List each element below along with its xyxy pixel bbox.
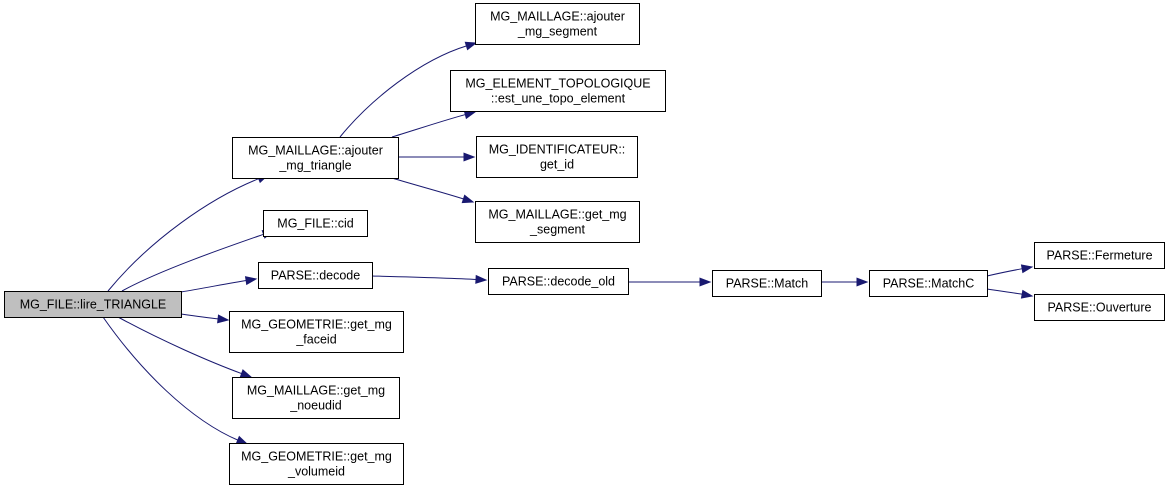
node-label: _segment	[529, 223, 585, 237]
node-label: MG_MAILLAGE::get_mg	[247, 384, 385, 398]
edge-line	[121, 233, 265, 292]
node-box[interactable]	[263, 210, 368, 237]
node-est-une-topo-element[interactable]: MG_ELEMENT_TOPOLOGIQUE::est_une_topo_ele…	[450, 70, 666, 112]
node-label: MG_IDENTIFICATEUR::	[489, 143, 626, 157]
arrowhead-icon	[464, 41, 478, 51]
node-label: MG_FILE::cid	[277, 217, 353, 231]
node-box[interactable]	[712, 270, 822, 297]
node-box[interactable]	[488, 268, 629, 295]
node-decode[interactable]: PARSE::decode	[258, 262, 373, 289]
node-get-mg-noeudid[interactable]: MG_MAILLAGE::get_mg_noeudid	[232, 377, 400, 419]
node-get-mg-segment[interactable]: MG_MAILLAGE::get_mg_segment	[475, 201, 640, 243]
arrowhead-icon	[699, 277, 712, 287]
arrowhead-icon	[239, 369, 253, 378]
edge-matchc-to-ouverture	[986, 288, 1034, 299]
node-label: PARSE::Ouverture	[1048, 301, 1152, 315]
arrowhead-icon	[475, 274, 488, 284]
node-box[interactable]	[1034, 242, 1165, 269]
arrowhead-icon	[1020, 289, 1034, 299]
node-label: _volumeid	[287, 465, 345, 479]
node-label: MG_MAILLAGE::ajouter	[248, 144, 383, 158]
node-lire-triangle[interactable]: MG_FILE::lire_TRIANGLE	[4, 291, 182, 318]
node-box[interactable]	[1034, 294, 1165, 321]
node-ajouter-mg-segment[interactable]: MG_MAILLAGE::ajouter_mg_segment	[475, 3, 640, 45]
node-label: PARSE::MatchC	[883, 277, 974, 291]
edge-line	[107, 177, 260, 292]
edge-line	[180, 313, 220, 320]
node-box[interactable]	[475, 201, 640, 243]
edge-ajouter_mg_triangle-to-get_mg_segment	[391, 177, 475, 204]
edge-lire_triangle-to-get_mg_volumeid	[102, 316, 249, 445]
node-label: ::est_une_topo_element	[491, 92, 626, 106]
edge-lire_triangle-to-ajouter_mg_triangle	[107, 174, 270, 292]
node-get-mg-faceid[interactable]: MG_GEOMETRIE::get_mg_faceid	[229, 311, 404, 353]
edge-lire_triangle-to-decode	[180, 276, 258, 293]
node-box[interactable]	[869, 270, 988, 297]
edge-line	[391, 113, 467, 138]
arrowhead-icon	[461, 194, 475, 204]
edge-line	[391, 177, 465, 200]
node-box[interactable]	[229, 311, 404, 353]
edge-line	[117, 316, 243, 375]
node-label: _mg_segment	[517, 25, 598, 39]
node-get-mg-volumeid[interactable]: MG_GEOMETRIE::get_mg_volumeid	[229, 443, 404, 485]
node-label: MG_GEOMETRIE::get_mg	[241, 318, 392, 332]
node-label: MG_FILE::lire_TRIANGLE	[20, 298, 167, 312]
node-box[interactable]	[475, 3, 640, 45]
node-label: _mg_triangle	[278, 159, 351, 173]
node-label: MG_ELEMENT_TOPOLOGIQUE	[465, 77, 650, 91]
node-decode-old[interactable]: PARSE::decode_old	[488, 268, 629, 295]
node-box[interactable]	[232, 377, 400, 419]
edge-decode_old-to-match	[627, 277, 712, 287]
arrowhead-icon	[235, 435, 249, 445]
edge-lire_triangle-to-get_mg_faceid	[180, 313, 230, 324]
node-match[interactable]: PARSE::Match	[712, 270, 822, 297]
node-box[interactable]	[232, 137, 399, 179]
edge-ajouter_mg_triangle-to-get_id	[398, 152, 476, 162]
node-label: get_id	[540, 158, 574, 172]
arrowhead-icon	[856, 277, 869, 287]
node-cid[interactable]: MG_FILE::cid	[263, 210, 368, 237]
arrowhead-icon	[1020, 264, 1034, 274]
node-fermeture[interactable]: PARSE::Fermeture	[1034, 242, 1165, 269]
arrowhead-icon	[463, 152, 476, 162]
node-label: PARSE::decode	[271, 269, 360, 283]
edge-ajouter_mg_triangle-to-est_une_topo_element	[391, 110, 477, 138]
node-ajouter-mg-triangle[interactable]: MG_MAILLAGE::ajouter_mg_triangle	[232, 137, 399, 179]
node-label: PARSE::decode_old	[502, 275, 615, 289]
node-box[interactable]	[476, 136, 638, 178]
edge-line	[102, 316, 239, 441]
node-box[interactable]	[450, 70, 666, 112]
edge-decode-to-decode_old	[371, 274, 488, 284]
edge-line	[986, 268, 1024, 277]
edge-matchc-to-fermeture	[986, 264, 1034, 277]
node-label: _noeudid	[289, 399, 341, 413]
arrowhead-icon	[217, 314, 230, 324]
node-label: MG_GEOMETRIE::get_mg	[241, 450, 392, 464]
edge-line	[180, 279, 248, 293]
node-label: MG_MAILLAGE::ajouter	[490, 10, 625, 24]
node-box[interactable]	[4, 291, 182, 318]
edge-match-to-matchc	[820, 277, 869, 287]
node-ouverture[interactable]: PARSE::Ouverture	[1034, 294, 1165, 321]
edge-line	[986, 288, 1024, 295]
edge-line	[339, 45, 468, 138]
node-box[interactable]	[258, 262, 373, 289]
edge-line	[371, 275, 478, 281]
arrowhead-icon	[463, 110, 477, 120]
node-label: PARSE::Fermeture	[1046, 249, 1152, 263]
node-box[interactable]	[229, 443, 404, 485]
nodes-layer: MG_FILE::lire_TRIANGLE MG_MAILLAGE::ajout…	[4, 3, 1165, 485]
node-label: _faceid	[295, 333, 336, 347]
arrowhead-icon	[244, 276, 258, 286]
node-get-id[interactable]: MG_IDENTIFICATEUR::get_id	[476, 136, 638, 178]
node-label: PARSE::Match	[726, 277, 808, 291]
edge-ajouter_mg_triangle-to-ajouter_mg_segment	[339, 41, 478, 138]
node-matchc[interactable]: PARSE::MatchC	[869, 270, 988, 297]
node-label: MG_MAILLAGE::get_mg	[488, 208, 626, 222]
